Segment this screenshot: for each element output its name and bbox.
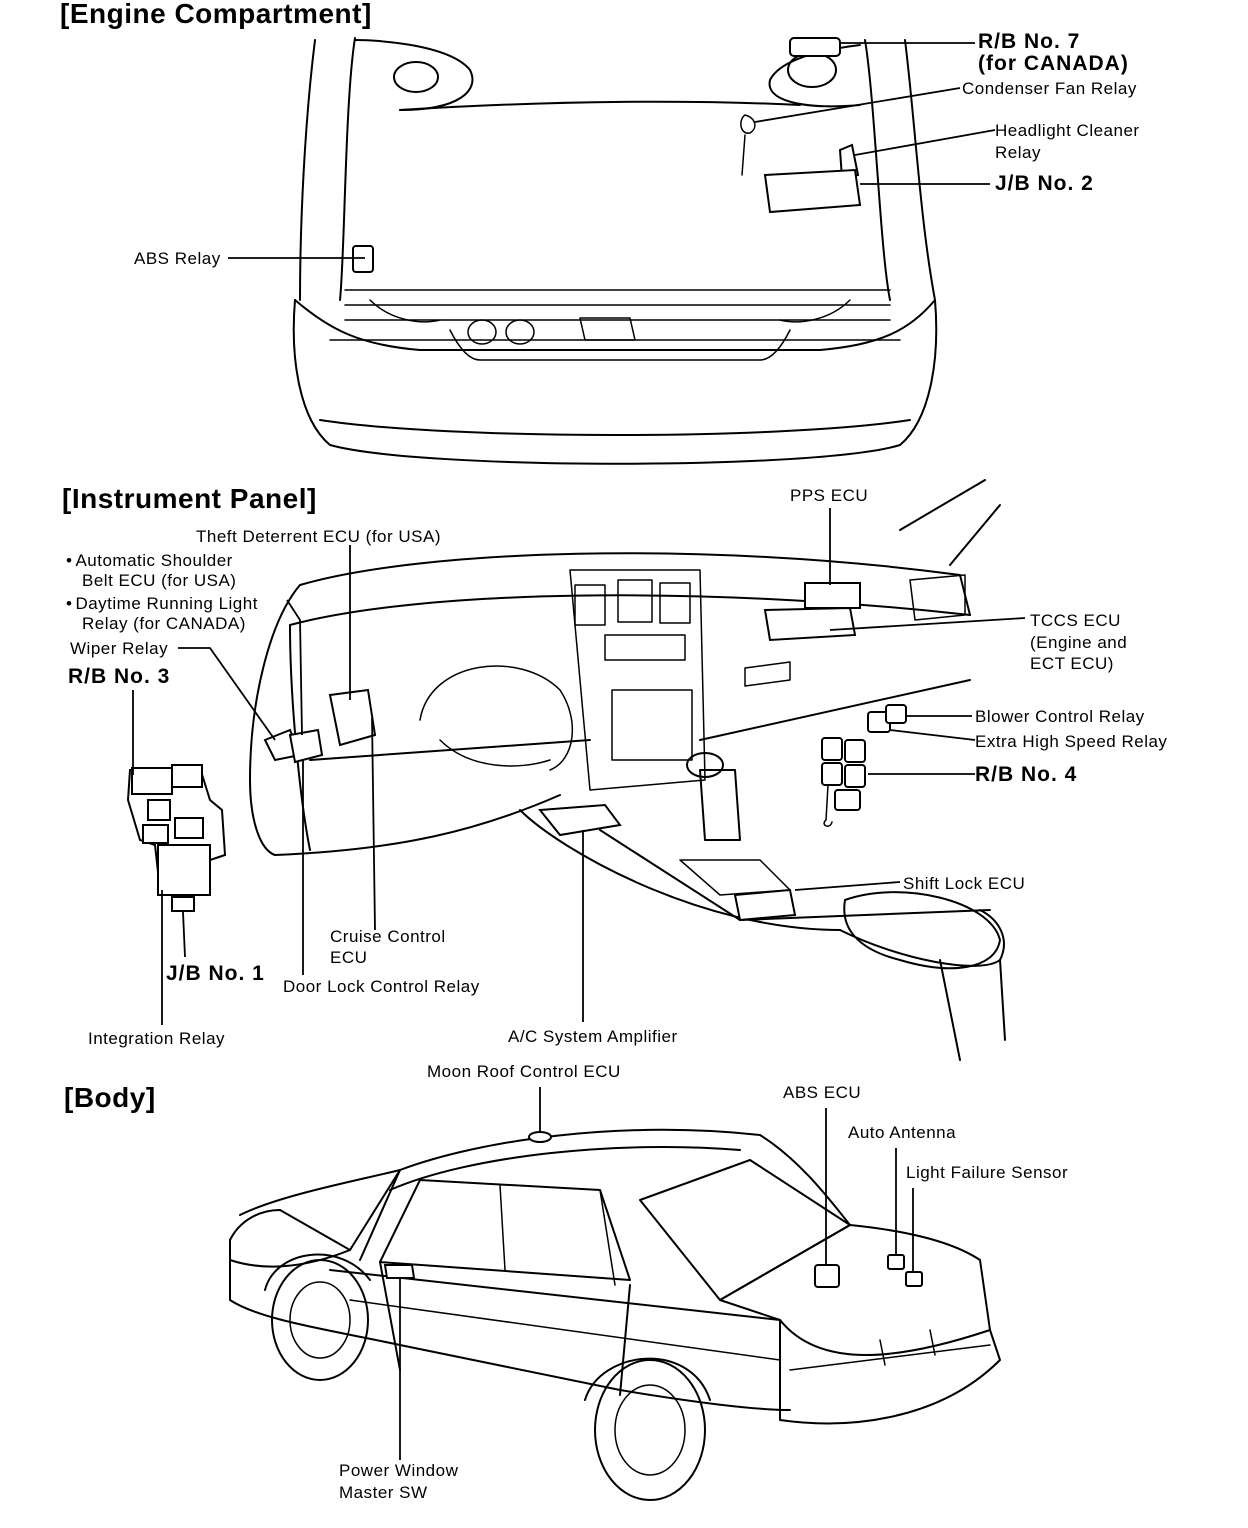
label-rb-no7-note: (for CANADA) xyxy=(978,52,1129,75)
label-power-window-master-sw: Power Window xyxy=(339,1461,459,1480)
section-title-engine-compartment: [Engine Compartment] xyxy=(60,0,372,29)
label-rb-no4: R/B No. 4 xyxy=(975,763,1078,786)
section-title-body: [Body] xyxy=(64,1082,156,1113)
label-moon-roof-control-ecu: Moon Roof Control ECU xyxy=(427,1062,621,1081)
label-rb-no7: R/B No. 7 xyxy=(978,30,1081,53)
section-title-instrument-panel: [Instrument Panel] xyxy=(62,483,317,514)
label-blower-control-relay: Blower Control Relay xyxy=(975,707,1145,726)
label-tccs-ecu: TCCS ECU xyxy=(1030,611,1121,630)
label-abs-ecu: ABS ECU xyxy=(783,1083,862,1102)
label-ac-system-amplifier: A/C System Amplifier xyxy=(508,1027,678,1046)
label-auto-antenna: Auto Antenna xyxy=(848,1123,957,1142)
label-rb-no3: R/B No. 3 xyxy=(68,665,171,688)
label-theft-deterrent-ecu: Theft Deterrent ECU (for USA) xyxy=(196,527,442,546)
label-headlight-cleaner-relay-2: Relay xyxy=(995,143,1041,162)
label-extra-high-speed-relay: Extra High Speed Relay xyxy=(975,732,1168,751)
label-shift-lock-ecu: Shift Lock ECU xyxy=(903,874,1026,893)
label-drl-relay: Daytime Running Light xyxy=(66,593,258,614)
label-drl-relay-2: Relay (for CANADA) xyxy=(82,614,246,633)
label-power-window-master-sw-2: Master SW xyxy=(339,1483,428,1502)
label-cruise-control-ecu-2: ECU xyxy=(330,948,368,967)
label-wiper-relay: Wiper Relay xyxy=(70,639,169,658)
body-drawing xyxy=(229,1087,1001,1501)
label-door-lock-control-relay: Door Lock Control Relay xyxy=(283,977,480,996)
label-jb-no1: J/B No. 1 xyxy=(166,962,265,985)
label-abs-relay: ABS Relay xyxy=(134,249,221,268)
instrument-panel-drawing xyxy=(126,479,1026,1061)
engine-compartment-drawing xyxy=(228,37,996,465)
label-tccs-ecu-3: ECT ECU) xyxy=(1030,654,1114,673)
label-headlight-cleaner-relay: Headlight Cleaner xyxy=(995,121,1140,140)
label-integration-relay: Integration Relay xyxy=(88,1029,226,1048)
label-cruise-control-ecu: Cruise Control xyxy=(330,927,446,946)
label-light-failure-sensor: Light Failure Sensor xyxy=(906,1163,1069,1182)
label-condenser-fan-relay: Condenser Fan Relay xyxy=(962,79,1137,98)
label-pps-ecu: PPS ECU xyxy=(790,486,869,505)
label-tccs-ecu-2: (Engine and xyxy=(1030,633,1128,652)
label-auto-shoulder-belt-ecu: Automatic Shoulder xyxy=(66,550,233,571)
label-jb-no2: J/B No. 2 xyxy=(995,172,1094,195)
label-auto-shoulder-belt-ecu-2: Belt ECU (for USA) xyxy=(82,571,237,590)
